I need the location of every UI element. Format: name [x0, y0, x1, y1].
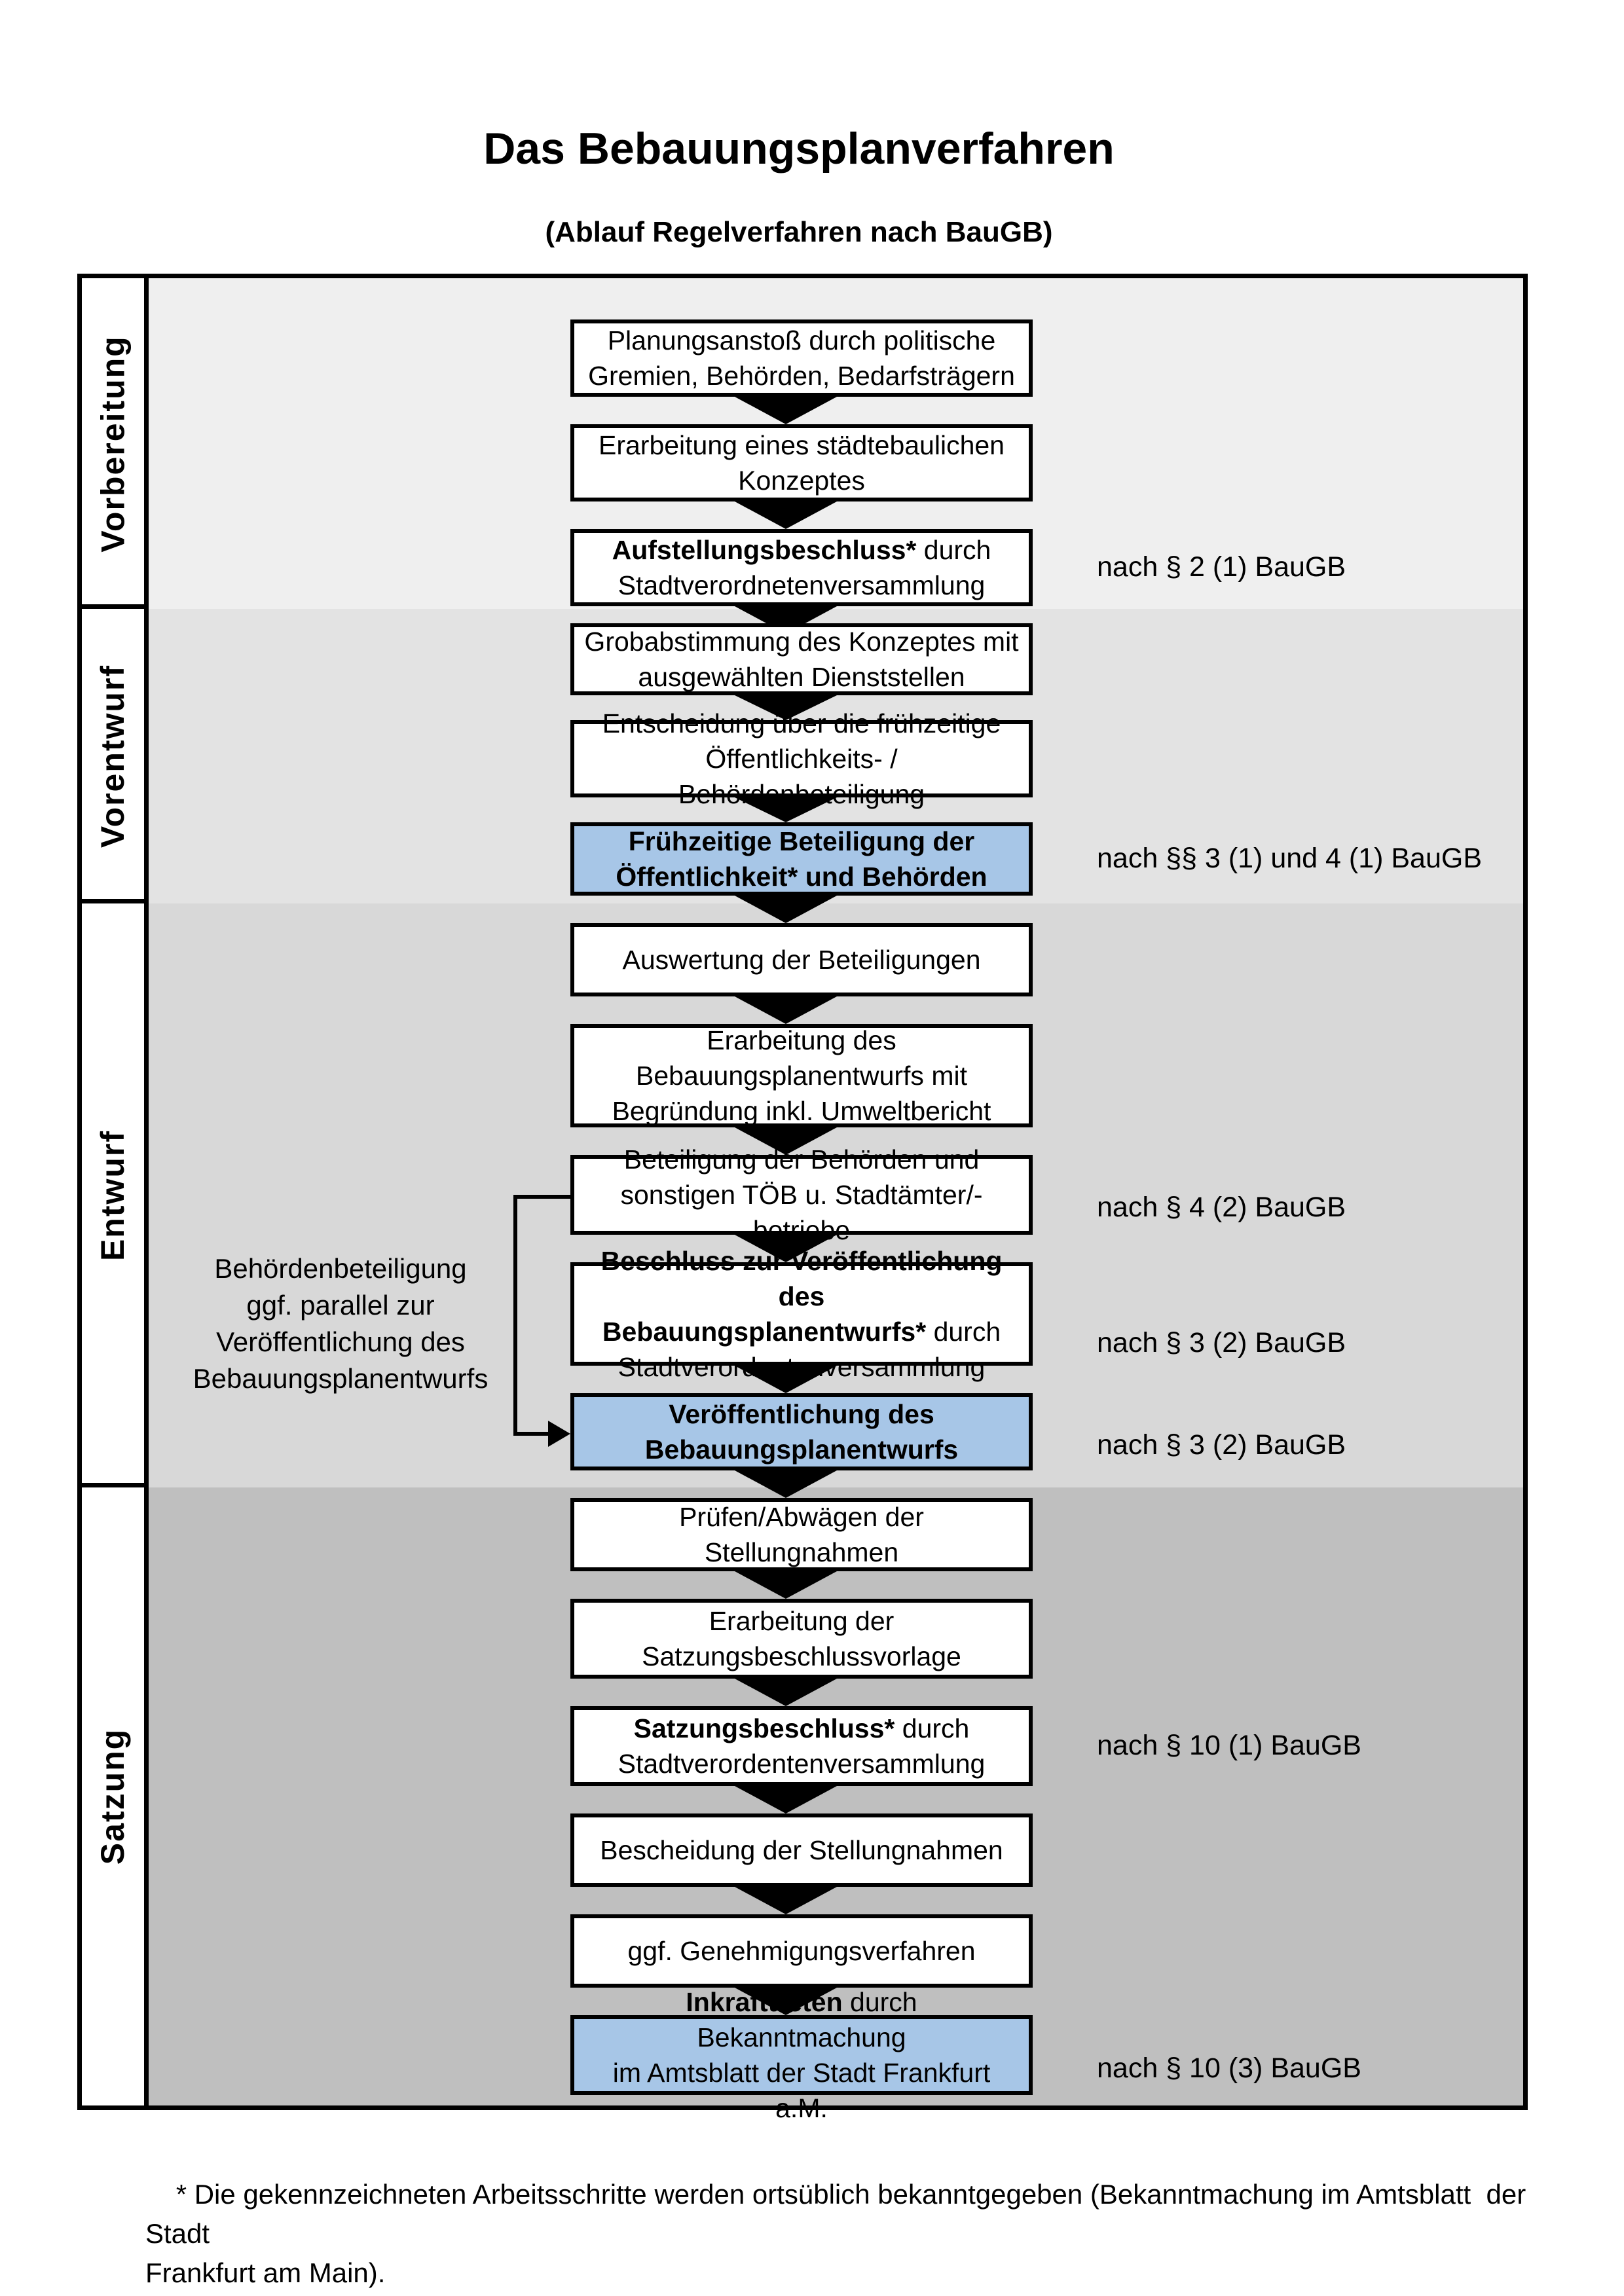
flow-arrow-icon	[735, 1571, 837, 1599]
phase-label-vorentwurf: Vorentwurf	[94, 664, 132, 848]
flow-arrow-icon	[735, 1988, 837, 2015]
legal-ref-par10-1: nach § 10 (1) BauGB	[1097, 1730, 1361, 1761]
flow-arrow-icon	[735, 1786, 837, 1813]
legal-ref-par10-3: nach § 10 (3) BauGB	[1097, 2052, 1361, 2084]
flow-arrow-icon	[735, 397, 837, 424]
flow-arrow-icon	[735, 1470, 837, 1498]
process-frame: Vorbereitung Vorentwurf Entwurf Satzung …	[77, 274, 1528, 2123]
footnote: * Die gekennzeichneten Arbeitsschritte w…	[145, 2179, 1534, 2288]
legal-ref-par3-2a: nach § 3 (2) BauGB	[1097, 1327, 1346, 1358]
bracket-top-line	[513, 1195, 570, 1199]
flow-arrow-icon	[735, 501, 837, 529]
flow-arrow-icon	[735, 1235, 837, 1262]
flow-arrow-icon	[735, 1127, 837, 1155]
flow-arrow-icon	[735, 1679, 837, 1706]
flow-arrow-icon	[735, 1366, 837, 1393]
phase-label-entwurf: Entwurf	[94, 1129, 132, 1262]
legal-ref-par4-2: nach § 4 (2) BauGB	[1097, 1192, 1346, 1223]
flow-arrow-icon	[735, 896, 837, 923]
phase-divider	[82, 604, 149, 609]
legal-ref-par3-4: nach §§ 3 (1) und 4 (1) BauGB	[1097, 843, 1483, 874]
phase-divider	[82, 1483, 149, 1487]
step-auswertung: Auswertung der Beteiligungen	[570, 923, 1033, 996]
page-title: Das Bebauungsplanverfahren	[483, 124, 1115, 173]
flow-arrow-icon	[735, 996, 837, 1024]
step-genehmigungsverfahren: ggf. Genehmigungsverfahren	[570, 1914, 1033, 1988]
phase-label-vorbereitung: Vorbereitung	[94, 335, 132, 553]
side-note-behoerdenbeteiligung: Behördenbeteiligung ggf. parallel zur Ve…	[193, 1253, 489, 1394]
page-subtitle: (Ablauf Regelverfahren nach BauGB)	[545, 216, 1053, 248]
flow-arrow-icon	[735, 797, 837, 822]
phase-divider	[82, 899, 149, 903]
step-pruefen-abwaegen: Prüfen/Abwägen der Stellungnahmen	[570, 1498, 1033, 1571]
bracket-vertical-line	[513, 1195, 517, 1436]
phase-label-satzung: Satzung	[94, 1728, 132, 1865]
flow-arrow-icon	[735, 695, 837, 720]
step-bescheidung: Bescheidung der Stellungnahmen	[570, 1813, 1033, 1887]
bracket-bottom-line	[513, 1432, 548, 1436]
legal-ref-par3-2b: nach § 3 (2) BauGB	[1097, 1429, 1346, 1461]
phase-label-column: Vorbereitung Vorentwurf Entwurf Satzung	[82, 278, 149, 2105]
bracket-arrow-icon	[548, 1421, 570, 1447]
flow-arrow-icon	[735, 1887, 837, 1914]
legal-ref-par2: nach § 2 (1) BauGB	[1097, 551, 1346, 583]
